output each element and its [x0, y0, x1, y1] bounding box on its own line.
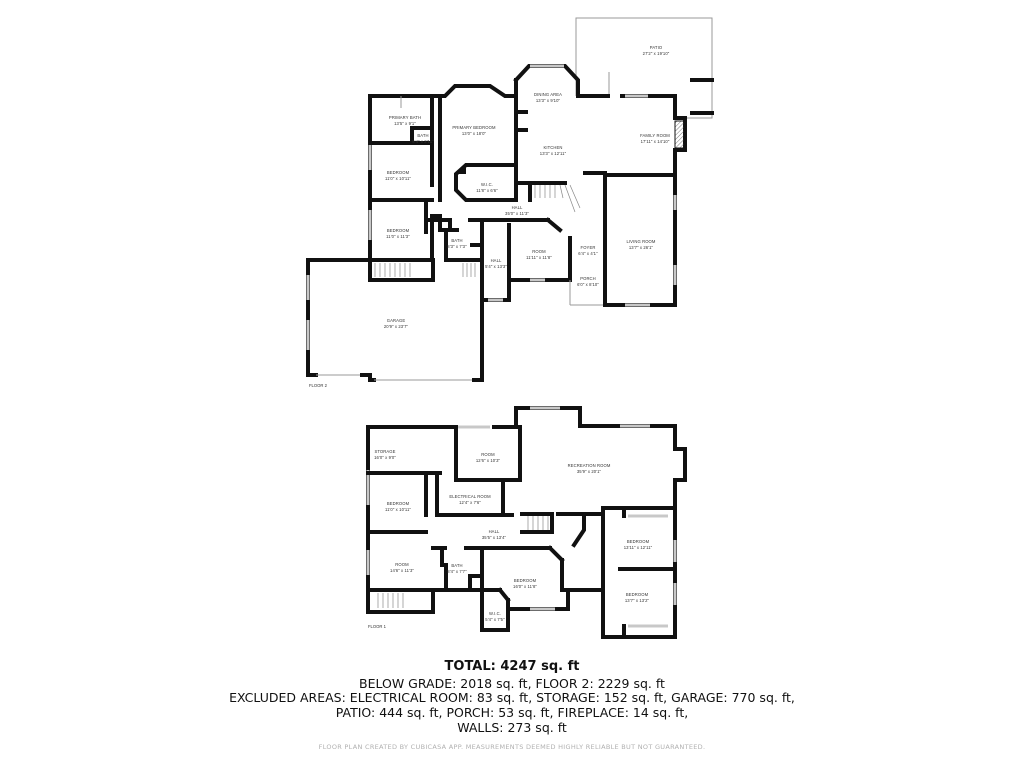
- patio-outline: [575, 17, 713, 119]
- room-dimensions: 5'4" x 2'11": [412, 139, 434, 144]
- room-name: BEDROOM: [627, 539, 650, 544]
- room-name: BEDROOM: [514, 578, 537, 583]
- room-name: W.I.C.: [481, 182, 493, 187]
- room-dimensions: 11'11" x 11'8": [526, 255, 552, 260]
- room-dimensions: 8'4" x 7'7": [447, 569, 467, 574]
- room-dimensions: 13'7" x 26'1": [629, 245, 654, 250]
- room-dimensions: 17'11" x 14'10": [641, 139, 670, 144]
- room-name: BEDROOM: [626, 592, 649, 597]
- room-name: HALL: [491, 258, 502, 263]
- room-name: RECREATION ROOM: [568, 463, 611, 468]
- room-dimensions: 13'3" x 9'10": [536, 98, 561, 103]
- floor-label: FLOOR 1: [368, 624, 387, 629]
- room-name: ROOM: [481, 452, 495, 457]
- walls-area: WALLS: 273 sq. ft: [457, 720, 567, 735]
- room-name: PRIMARY BATH: [389, 115, 421, 120]
- room-dimensions: 11'0" x 10'11": [385, 507, 411, 512]
- room-name: GARAGE: [387, 318, 406, 323]
- room-name: BEDROOM: [387, 228, 410, 233]
- room-name: PRIMARY BEDROOM: [452, 125, 496, 130]
- room-name: ELECTRICAL ROOM: [449, 494, 491, 499]
- room-name: HALL: [512, 205, 523, 210]
- room-name: LIVING ROOM: [626, 239, 655, 244]
- room-dimensions: 27'2" x 19'10": [643, 51, 670, 56]
- room-dimensions: 14'6" x 11'3": [390, 568, 414, 573]
- room-dimensions: 13'3" x 12'11": [540, 151, 567, 156]
- room-dimensions: 16'0" x 9'0": [374, 455, 396, 460]
- excluded-areas-2: PATIO: 444 sq. ft, PORCH: 53 sq. ft, FIR…: [335, 705, 689, 720]
- room-name: BEDROOM: [387, 501, 410, 506]
- room-dimensions: 5'4" x 13'3": [485, 264, 507, 269]
- room-dimensions: 11'0" x 10'11": [385, 176, 411, 181]
- room-dimensions: 13'5" x 9'1": [394, 121, 416, 126]
- room-name: FOYER: [581, 245, 596, 250]
- fireplace: [674, 120, 685, 149]
- room-dimensions: 5'4" x 7'5": [485, 617, 505, 622]
- room-dimensions: 11'0" x 11'3": [386, 234, 410, 239]
- room-name: W.I.C.: [489, 611, 501, 616]
- room-name: DINING AREA: [534, 92, 562, 97]
- room-dimensions: 13'11" x 12'11": [624, 545, 653, 550]
- room-dimensions: 8'3" x 7'3": [447, 244, 467, 249]
- room-name: ROOM: [395, 562, 409, 567]
- room-name: PATIO: [650, 45, 663, 50]
- room-dimensions: 6'4" x 4'1": [578, 251, 598, 256]
- room-dimensions: 16'0" x 11'8": [513, 584, 537, 589]
- room-dimensions: 13'7" x 13'2": [625, 598, 650, 603]
- excluded-areas-1: EXCLUDED AREAS: ELECTRICAL ROOM: 83 sq. …: [229, 690, 795, 705]
- room-dimensions: 20'9" x 23'7": [384, 324, 409, 329]
- floor-1-plan: [366, 406, 687, 639]
- room-dimensions: 35'9" x 20'1": [577, 469, 602, 474]
- room-dimensions: 12'4" x 7'6": [459, 500, 481, 505]
- room-dimensions: 11'8" x 6'6": [476, 188, 498, 193]
- room-name: BATH: [451, 238, 462, 243]
- room-name: KITCHEN: [543, 145, 562, 150]
- room-name: HALL: [489, 529, 500, 534]
- floor-2-plan: [306, 17, 714, 382]
- room-name: BATH: [451, 563, 462, 568]
- floor-label: FLOOR 2: [309, 383, 328, 388]
- room-dimensions: 13'0" x 18'0": [462, 131, 487, 136]
- area-breakdown: BELOW GRADE: 2018 sq. ft, FLOOR 2: 2229 …: [359, 676, 665, 691]
- room-name: STORAGE: [374, 449, 395, 454]
- credit-disclaimer: FLOOR PLAN CREATED BY CUBICASA APP. MEAS…: [318, 743, 706, 751]
- room-dimensions: 12'6" x 10'3": [476, 458, 501, 463]
- room-name: FAMILY ROOM: [640, 133, 670, 138]
- room-name: BEDROOM: [387, 170, 410, 175]
- room-name: PORCH: [580, 276, 596, 281]
- total-area: TOTAL: 4247 sq. ft: [444, 659, 580, 674]
- room-dimensions: 6'0" x 8'10": [577, 282, 599, 287]
- room-name: ROOM: [532, 249, 546, 254]
- room-dimensions: 35'0" x 11'3": [505, 211, 529, 216]
- room-dimensions: 35'5" x 13'4": [482, 535, 507, 540]
- room-name: BATH: [417, 133, 428, 138]
